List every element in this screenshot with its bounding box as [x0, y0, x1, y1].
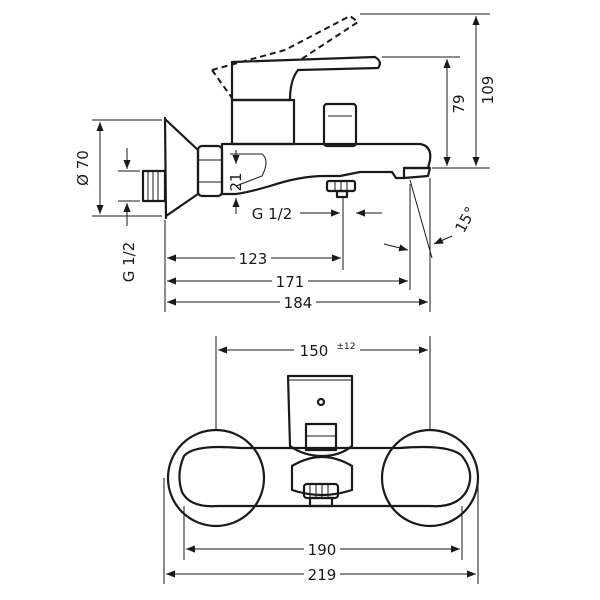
label-171: 171 — [276, 273, 305, 291]
diverter-knob — [325, 179, 357, 199]
lever-raised-dashed — [211, 14, 360, 99]
inlet-thread — [141, 169, 167, 203]
label-184: 184 — [284, 294, 313, 312]
spout-outlet — [402, 166, 432, 180]
label-123: 123 — [239, 250, 268, 268]
side-view: 109 79 Ø 70 G 1/2 21 G — [74, 13, 497, 312]
dim-angle: 15° — [383, 179, 480, 259]
hex-nut — [196, 144, 224, 198]
dim-outlet-thread: G 1/2 — [252, 198, 382, 270]
dim-widths: 190 219 — [163, 478, 479, 584]
label-109: 109 — [479, 76, 497, 105]
front-cartridge — [286, 374, 354, 458]
wall-rosette — [163, 116, 200, 220]
dim-height: 109 79 — [360, 13, 497, 169]
label-150: 150 — [300, 342, 329, 360]
dim-center-distance: 150 ±12 — [215, 336, 431, 430]
label-219: 219 — [308, 566, 337, 584]
label-tolerance: ±12 — [337, 342, 356, 352]
dim-reach: 123 171 184 — [164, 178, 431, 312]
label-outlet-g12: G 1/2 — [252, 205, 293, 223]
label-inlet-g12: G 1/2 — [120, 242, 138, 283]
label-190: 190 — [308, 541, 337, 559]
front-stem — [304, 422, 338, 452]
label-angle-15: 15° — [451, 204, 479, 236]
right-rosette — [380, 428, 480, 528]
lever-handle — [230, 55, 382, 148]
label-diameter-70: Ø 70 — [74, 150, 92, 186]
left-rosette — [166, 428, 266, 528]
label-21: 21 — [227, 172, 245, 191]
front-body — [178, 445, 472, 508]
front-aerator — [302, 482, 340, 508]
dim-21: 21 — [227, 150, 245, 214]
front-view: 150 ±12 190 219 — [163, 336, 480, 584]
dim-inlet-thread: G 1/2 — [118, 148, 140, 282]
mixer-body — [220, 142, 432, 196]
label-79: 79 — [450, 94, 468, 113]
